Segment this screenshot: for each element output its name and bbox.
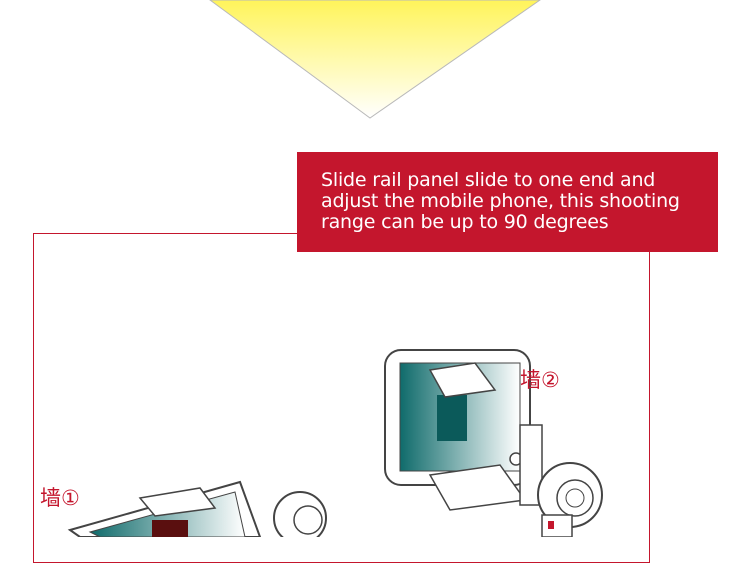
yellow-light-funnel: [209, 0, 541, 119]
gimbal-illustration-2: [384, 349, 603, 537]
callout-text: Slide rail panel slide to one end and ad…: [321, 170, 700, 233]
wall-label-2: 墙②: [520, 368, 560, 392]
callout-line-2: adjust the mobile phone, this shooting: [321, 190, 680, 212]
gimbal-illustration-1: [67, 480, 327, 537]
wall-label-1: 墙①: [40, 486, 80, 510]
callout-banner: Slide rail panel slide to one end and ad…: [297, 152, 718, 252]
callout-line-3: range can be up to 90 degrees: [321, 211, 609, 233]
callout-line-1: Slide rail panel slide to one end and: [321, 169, 656, 191]
